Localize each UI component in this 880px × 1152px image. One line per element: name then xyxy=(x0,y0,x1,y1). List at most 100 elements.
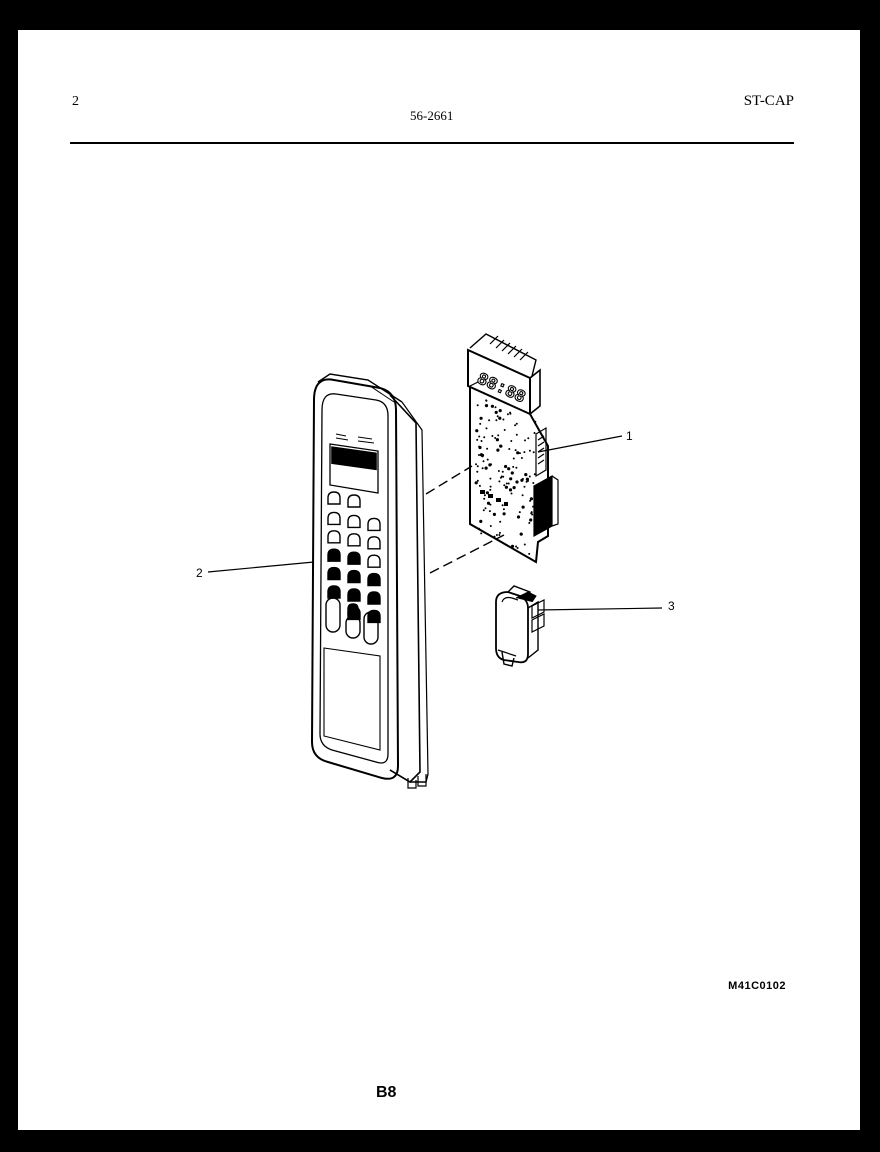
pcb-component-dot xyxy=(479,416,483,420)
pcb-component-dot xyxy=(510,492,513,495)
callout-part-3: 3 xyxy=(668,599,675,613)
pcb-component-dot xyxy=(504,485,508,489)
pcb-component-dot xyxy=(507,482,510,485)
callout-part-2: 2 xyxy=(196,566,203,580)
pcb-component-dot xyxy=(524,439,526,442)
pcb-component-dot xyxy=(530,512,533,515)
pcb-component-dot xyxy=(489,525,492,527)
pcb-component-dot xyxy=(527,437,530,440)
keypad-button xyxy=(367,609,381,624)
pcb-component-dot xyxy=(496,448,500,452)
pcb-component-dot xyxy=(494,410,498,414)
pcb-component-dot xyxy=(519,532,523,536)
series-code: ST-CAP xyxy=(743,93,794,109)
pcb-component-dot xyxy=(485,491,489,495)
pcb-component-dot xyxy=(502,512,506,516)
pcb-component-dot xyxy=(490,404,494,408)
pcb-component-dot xyxy=(484,404,489,408)
pcb-component-dot xyxy=(479,519,483,523)
pcb-component-dot xyxy=(480,440,483,442)
pcb-component-dot xyxy=(483,436,486,439)
pcb-component-dot xyxy=(476,465,479,468)
pcb-component-dot xyxy=(483,494,486,497)
pcb-component-dot xyxy=(521,494,524,497)
pcb-component-dot xyxy=(509,411,512,414)
pcb-component-dot xyxy=(507,467,511,471)
document-number: 56-2661 xyxy=(410,108,454,123)
pcb-component-dot xyxy=(524,473,528,477)
pcb-component-dot xyxy=(528,449,531,452)
keypad-button xyxy=(367,536,381,550)
keypad-button xyxy=(367,517,381,532)
assembly-lines xyxy=(425,465,505,574)
pcb-component-dot xyxy=(532,482,535,484)
pcb-component-dot xyxy=(494,406,497,409)
pcb-component-dot xyxy=(533,473,536,476)
pcb-component-dot xyxy=(516,515,521,519)
model-code: M41C0102 xyxy=(728,980,786,992)
control-panel-part xyxy=(310,373,429,789)
pcb-component-dot xyxy=(508,488,513,492)
pcb-component-dot xyxy=(503,429,506,431)
pcb-component-dot xyxy=(475,429,479,433)
pcb-component-dot xyxy=(516,547,519,549)
pcb-component-dot xyxy=(474,481,478,485)
pcb-component-dot xyxy=(508,448,511,450)
pcb-component-dot xyxy=(501,470,504,473)
pcb-component-dot xyxy=(495,438,499,442)
callout-part-1: 1 xyxy=(626,429,633,443)
pcb-component-dot xyxy=(489,485,492,488)
pcb-component-dot xyxy=(478,454,480,456)
pcb-component-dot xyxy=(476,479,479,482)
keypad-button xyxy=(347,588,361,602)
pcb-component-dot xyxy=(521,505,525,509)
pcb-component-dot xyxy=(481,455,484,458)
pcb-component-dot xyxy=(486,501,491,505)
pcb-component-dot xyxy=(502,508,505,511)
pcb-component-dot xyxy=(523,485,526,488)
keypad-button xyxy=(327,566,341,581)
pcb-component-dot xyxy=(510,440,513,442)
pcb-component-dot xyxy=(514,424,517,427)
pcb-component-dot xyxy=(512,457,515,460)
pcb-component-dot xyxy=(499,444,503,448)
circuit-board-part xyxy=(467,333,559,564)
pcb-component-dot xyxy=(479,422,482,425)
pcb-component-dot xyxy=(529,499,532,502)
pcb-component-dot xyxy=(493,535,496,538)
keypad-button xyxy=(367,572,381,587)
pcb-component-dot xyxy=(489,488,492,491)
pcb-component-dot xyxy=(494,437,497,439)
pcb-component-dot xyxy=(486,447,489,450)
pcb-component-dot xyxy=(485,399,488,402)
pcb-component-dot xyxy=(505,482,508,485)
pcb-component-dot xyxy=(480,532,483,535)
keypad-button xyxy=(327,491,341,505)
pcb-component-dot xyxy=(506,413,509,416)
keypad-button xyxy=(347,533,361,547)
pcb-component-dot xyxy=(488,510,491,513)
pcb-component-dot xyxy=(484,507,487,510)
pcb-component-dot xyxy=(486,458,489,461)
pcb-component-dot xyxy=(498,480,501,483)
pcb-component-dot xyxy=(512,465,515,468)
keypad-large-button xyxy=(345,615,361,639)
pcb-component-dot xyxy=(478,527,481,530)
pcb-component-dot xyxy=(484,466,488,470)
pcb-component-dot xyxy=(528,552,531,555)
pcb-component-dot xyxy=(475,463,477,466)
keypad-button xyxy=(367,591,381,605)
pcb-component-dot xyxy=(492,512,496,516)
pcb-component-dot xyxy=(502,418,505,421)
pcb-component-dot xyxy=(495,419,498,422)
pcb-component-dot xyxy=(498,531,501,534)
leader-lines xyxy=(207,435,663,611)
pcb-component-dot xyxy=(481,467,484,470)
pcb-component-dot xyxy=(515,433,518,436)
switch-bracket-part xyxy=(495,585,545,667)
page-code: B8 xyxy=(376,1084,397,1101)
pcb-component-dot xyxy=(491,435,494,437)
keypad-button xyxy=(327,548,341,562)
keypad-large-button xyxy=(363,611,379,645)
keypad-button xyxy=(347,603,359,615)
